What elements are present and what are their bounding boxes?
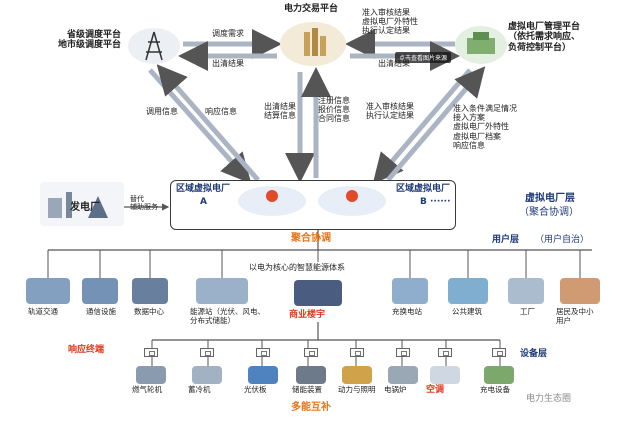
device-item-icon — [248, 366, 278, 384]
device-socket-icon — [200, 348, 214, 357]
label-right-list: 准入条件满足情况 接入方案 虚拟电厂外特性 虚拟电厂档案 响应信息 — [453, 104, 517, 150]
power-plant-icon — [40, 182, 124, 226]
region-b-label: B ······ — [420, 197, 451, 207]
device-item-label: 燃气轮机 — [132, 385, 162, 394]
device-socket-icon — [396, 348, 410, 357]
device-item-label: 空调 — [426, 385, 445, 395]
flow-conditions — [386, 66, 486, 182]
user-item-label: 能源站（光伏、风电、 分布式储能） — [190, 307, 265, 325]
user-item-icon — [26, 278, 70, 304]
image-source-tooltip[interactable]: 点击查看图片来源 — [395, 52, 452, 63]
vpp-layer-title: 虚拟电厂层 — [525, 193, 575, 204]
device-item-icon — [136, 366, 166, 384]
label-dispatch-demand: 调度需求 — [212, 29, 244, 38]
vpp-management-platform-icon — [455, 26, 507, 64]
flow-access-exec — [372, 68, 472, 184]
user-item-label: 充换电站 — [392, 307, 422, 316]
response-terminal-label: 响应终端 — [68, 345, 105, 355]
user-item-icon — [560, 278, 600, 304]
user-item-label: 工厂 — [520, 307, 535, 316]
flow-response-info — [156, 64, 260, 182]
label-access-review-top: 准入审核结果 虚拟电厂外特性 执行认定结果 — [362, 8, 418, 36]
label-invoke-info: 调用信息 — [146, 107, 178, 116]
left-platform-title: 省级调度平台 地市级调度平台 — [58, 30, 122, 51]
user-layer-subtitle: （用户自治） — [535, 235, 590, 245]
device-item-icon — [342, 366, 372, 384]
label-register-info: 注册信息 报价信息 合同信息 — [318, 96, 350, 124]
device-item-icon — [388, 366, 418, 384]
device-item-icon — [484, 366, 514, 384]
device-socket-icon — [350, 348, 364, 357]
user-item-icon — [448, 278, 488, 304]
power-plant-label: 发电厂 — [70, 202, 100, 213]
watermark: 电力生态圈 — [526, 394, 572, 404]
user-item-icon — [82, 278, 118, 304]
smart-energy-system-label: 以电为核心的智慧能源体系 — [249, 263, 345, 272]
user-item-label: 数据中心 — [134, 307, 164, 316]
device-item-label: 电锅炉 — [384, 385, 407, 394]
user-item-label: 轨道交通 — [28, 307, 58, 316]
user-item-label: 商业楼宇 — [289, 310, 326, 320]
user-item-label: 通信设施 — [86, 307, 116, 316]
user-item-icon — [132, 278, 168, 304]
device-item-label: 动力与照明 — [338, 385, 376, 394]
device-item-label: 蓄冷机 — [188, 385, 211, 394]
device-socket-icon — [304, 348, 318, 357]
multi-energy-label: 多能互补 — [291, 402, 331, 413]
device-item-label: 充电设备 — [480, 385, 510, 394]
region-a-cloud-icon — [238, 186, 306, 216]
device-socket-icon — [256, 348, 270, 357]
region-b-title: 区域虚拟电厂 — [396, 184, 451, 194]
user-layer-title: 用户层 — [492, 235, 520, 245]
trading-platform-icon — [280, 22, 346, 66]
device-item-label: 储能装置 — [292, 385, 322, 394]
user-item-icon — [508, 278, 544, 304]
device-item-icon — [296, 366, 326, 384]
right-platform-title: 虚拟电厂管理平台 （依托需求响应、 负荷控制平台） — [508, 22, 581, 53]
user-item-label: 公共建筑 — [452, 307, 482, 316]
region-a-title: 区域虚拟电厂 — [176, 184, 231, 194]
label-response-info: 响应信息 — [205, 107, 237, 116]
user-item-label: 居民及中小 用户 — [556, 307, 594, 325]
device-socket-icon — [438, 348, 452, 357]
device-layer-title: 设备层 — [520, 349, 548, 359]
label-clear-result-top: 出清结果 — [212, 59, 244, 68]
user-item-icon — [294, 280, 342, 306]
vpp-layer-subtitle: （聚合协调） — [519, 207, 579, 218]
device-socket-icon — [144, 348, 158, 357]
user-item-icon — [196, 278, 248, 304]
regional-vpp-box — [170, 180, 456, 230]
device-socket-icon — [492, 348, 506, 357]
aggregate-label: 聚合协调 — [291, 233, 331, 244]
flow-invoke-info — [148, 68, 252, 184]
region-b-cloud-icon — [318, 186, 386, 216]
device-item-icon — [192, 366, 222, 384]
label-clear-settle: 出清结果 结算信息 — [264, 102, 296, 121]
device-item-label: 光伏板 — [244, 385, 267, 394]
label-clear-result-right: 出清结果 — [378, 59, 410, 68]
region-a-label: A — [200, 197, 207, 207]
dispatch-platform-icon — [128, 28, 180, 64]
user-item-icon — [392, 278, 428, 304]
trading-platform-title: 电力交易平台 — [284, 4, 339, 14]
device-item-icon — [430, 366, 460, 384]
substitute-label: 替代 辅助服务 — [130, 195, 158, 212]
label-access-review-exec: 准入审核结果 执行认定结果 — [366, 102, 414, 121]
